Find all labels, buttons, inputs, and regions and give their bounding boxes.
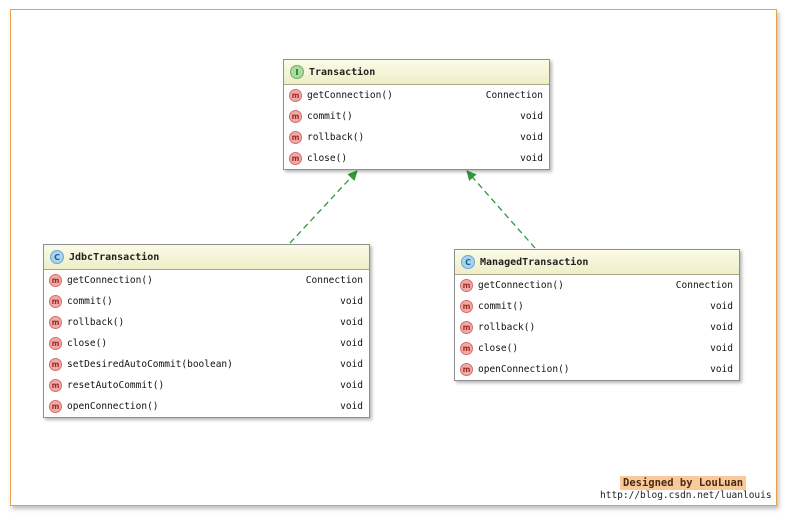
method-icon: m bbox=[49, 274, 62, 287]
method-return-type: void bbox=[520, 132, 543, 143]
method-return-type: void bbox=[340, 317, 363, 328]
method-row[interactable]: m getConnection() Connection bbox=[455, 275, 739, 296]
method-return-type: void bbox=[710, 322, 733, 333]
method-return-type: void bbox=[710, 343, 733, 354]
method-icon: m bbox=[289, 131, 302, 144]
method-return-type: void bbox=[340, 296, 363, 307]
transaction-header: I Transaction bbox=[284, 60, 549, 85]
managed-transaction-class-box[interactable]: C ManagedTransaction m getConnection() Con… bbox=[454, 249, 740, 381]
method-name: close() bbox=[67, 338, 108, 349]
method-return-type: void bbox=[710, 364, 733, 375]
jdbc-transaction-class-box[interactable]: C JdbcTransaction m getConnection() Connec… bbox=[43, 244, 370, 418]
method-row[interactable]: m close() void bbox=[455, 338, 739, 359]
method-name: commit() bbox=[67, 296, 113, 307]
method-icon: m bbox=[49, 295, 62, 308]
method-name: getConnection() bbox=[67, 275, 153, 286]
method-row[interactable]: m openConnection() void bbox=[455, 359, 739, 380]
method-return-type: void bbox=[340, 359, 363, 370]
method-row[interactable]: m setDesiredAutoCommit(boolean) void bbox=[44, 354, 369, 375]
method-icon: m bbox=[49, 316, 62, 329]
method-return-type: void bbox=[710, 301, 733, 312]
jdbc-transaction-header: C JdbcTransaction bbox=[44, 245, 369, 270]
method-name: openConnection() bbox=[67, 401, 159, 412]
method-row[interactable]: m commit() void bbox=[455, 296, 739, 317]
method-name: openConnection() bbox=[478, 364, 570, 375]
method-name: resetAutoCommit() bbox=[67, 380, 165, 391]
method-row[interactable]: m rollback() void bbox=[455, 317, 739, 338]
method-row[interactable]: m rollback() void bbox=[284, 127, 549, 148]
method-row[interactable]: m resetAutoCommit() void bbox=[44, 375, 369, 396]
transaction-interface-box[interactable]: I Transaction m getConnection() Connection… bbox=[283, 59, 550, 170]
managed-transaction-header: C ManagedTransaction bbox=[455, 250, 739, 275]
method-icon: m bbox=[49, 400, 62, 413]
method-return-type: void bbox=[340, 338, 363, 349]
method-row[interactable]: m getConnection() Connection bbox=[44, 270, 369, 291]
method-return-type: Connection bbox=[305, 275, 363, 286]
method-icon: m bbox=[460, 363, 473, 376]
method-return-type: Connection bbox=[675, 280, 733, 291]
method-name: commit() bbox=[478, 301, 524, 312]
method-name: getConnection() bbox=[307, 90, 393, 101]
method-name: close() bbox=[307, 153, 348, 164]
method-return-type: void bbox=[340, 380, 363, 391]
method-name: rollback() bbox=[307, 132, 365, 143]
designer-credit: Designed by LouLuan bbox=[620, 476, 747, 490]
class-name: JdbcTransaction bbox=[69, 251, 160, 263]
method-row[interactable]: m rollback() void bbox=[44, 312, 369, 333]
method-icon: m bbox=[289, 152, 302, 165]
method-return-type: Connection bbox=[485, 90, 543, 101]
class-name: ManagedTransaction bbox=[480, 256, 589, 268]
method-icon: m bbox=[289, 89, 302, 102]
method-name: close() bbox=[478, 343, 519, 354]
method-icon: m bbox=[49, 358, 62, 371]
method-return-type: void bbox=[520, 111, 543, 122]
jdbc-implements-arrow bbox=[289, 170, 358, 244]
interface-icon: I bbox=[290, 65, 304, 79]
method-name: rollback() bbox=[478, 322, 536, 333]
method-icon: m bbox=[289, 110, 302, 123]
method-return-type: void bbox=[340, 401, 363, 412]
method-row[interactable]: m close() void bbox=[284, 148, 549, 169]
method-name: getConnection() bbox=[478, 280, 564, 291]
class-icon: C bbox=[50, 250, 64, 264]
method-row[interactable]: m commit() void bbox=[284, 106, 549, 127]
method-name: commit() bbox=[307, 111, 353, 122]
method-icon: m bbox=[460, 342, 473, 355]
method-row[interactable]: m getConnection() Connection bbox=[284, 85, 549, 106]
managed-implements-arrow bbox=[466, 170, 536, 249]
class-name: Transaction bbox=[309, 66, 376, 78]
class-icon: C bbox=[461, 255, 475, 269]
method-icon: m bbox=[460, 300, 473, 313]
method-icon: m bbox=[460, 279, 473, 292]
method-icon: m bbox=[49, 379, 62, 392]
blog-url-link[interactable]: http://blog.csdn.net/luanlouis bbox=[600, 490, 772, 501]
method-row[interactable]: m openConnection() void bbox=[44, 396, 369, 417]
method-name: setDesiredAutoCommit(boolean) bbox=[67, 359, 233, 370]
method-return-type: void bbox=[520, 153, 543, 164]
method-row[interactable]: m commit() void bbox=[44, 291, 369, 312]
method-row[interactable]: m close() void bbox=[44, 333, 369, 354]
method-icon: m bbox=[460, 321, 473, 334]
method-icon: m bbox=[49, 337, 62, 350]
method-name: rollback() bbox=[67, 317, 125, 328]
